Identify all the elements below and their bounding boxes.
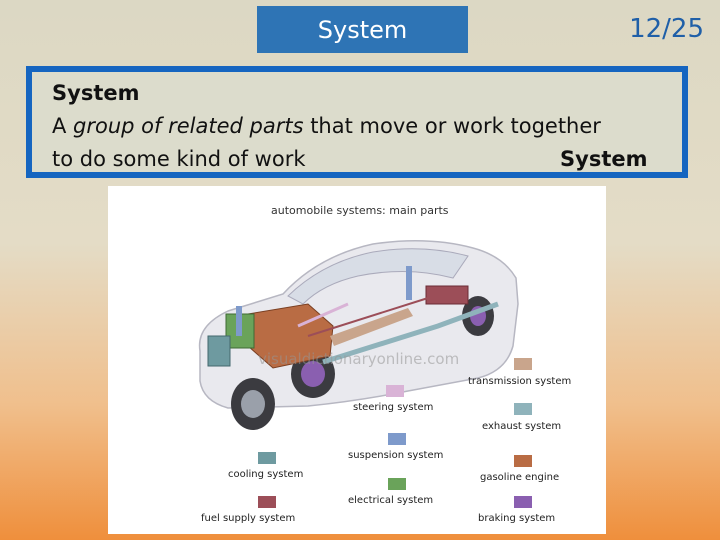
legend-swatch <box>514 403 532 415</box>
definition-emphasis: group of related parts <box>73 114 303 138</box>
legend-label: gasoline engine <box>480 472 559 483</box>
definition-line-2: A group of related parts that move or wo… <box>52 110 682 143</box>
legend-label: suspension system <box>348 450 443 461</box>
legend-label: transmission system <box>468 376 571 387</box>
legend-swatch <box>386 385 404 397</box>
legend-swatch <box>258 496 276 508</box>
definition-end-term: System <box>560 143 647 176</box>
legend-swatch <box>388 433 406 445</box>
legend-swatch <box>388 478 406 490</box>
definition-box: System A group of related parts that mov… <box>26 66 688 178</box>
slide-title-box: System <box>257 6 468 53</box>
definition-term: System <box>52 77 682 110</box>
legend-swatch <box>514 496 532 508</box>
definition-suffix: that move or work together <box>304 114 601 138</box>
legend-label: exhaust system <box>482 421 561 432</box>
definition-prefix: A <box>52 114 73 138</box>
legend-label: braking system <box>478 513 555 524</box>
legend-swatch <box>514 358 532 370</box>
slide-title: System <box>318 16 408 44</box>
slide-number: 12/25 <box>629 14 704 44</box>
automobile-systems-figure: automobile systems: main parts visualdic… <box>108 186 606 534</box>
legend-label: electrical system <box>348 495 433 506</box>
legend-label: cooling system <box>228 469 303 480</box>
watermark-text: visualdictionaryonline.com <box>258 350 459 368</box>
legend-label: steering system <box>353 402 433 413</box>
legend-label: fuel supply system <box>201 513 295 524</box>
legend-swatch <box>258 452 276 464</box>
legend-swatch <box>514 455 532 467</box>
